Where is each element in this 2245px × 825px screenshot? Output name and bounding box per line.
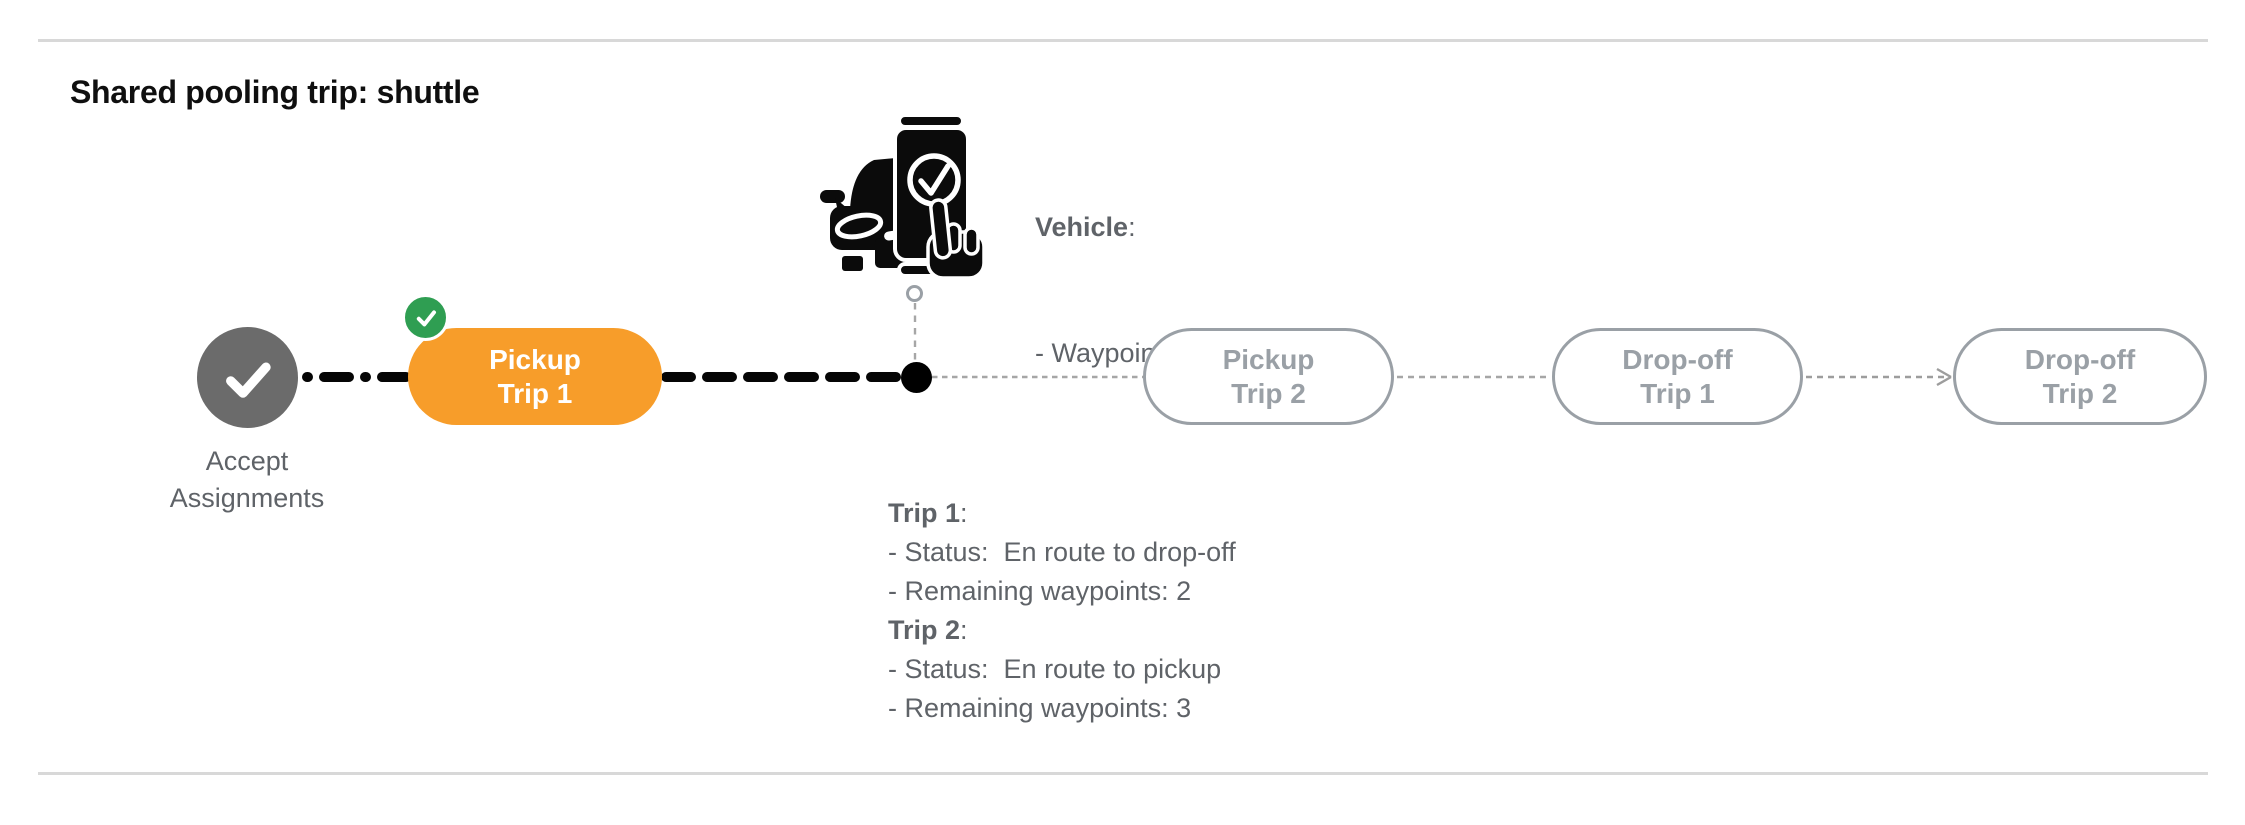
connector-completed-2 xyxy=(662,372,902,382)
node-label-line: Pickup xyxy=(489,343,581,375)
check-badge-icon xyxy=(416,309,436,326)
vehicle-connector-line xyxy=(913,303,917,363)
trip-1-header: Trip 1: xyxy=(888,498,968,528)
connector-completed-1 xyxy=(302,372,411,382)
node-label-line: Trip 1 xyxy=(1640,377,1715,409)
trip-2-status: - Status: En route to pickup xyxy=(888,654,1222,684)
node-label-line: Trip 2 xyxy=(1231,377,1306,409)
vehicle-icon xyxy=(820,113,986,280)
node-accept-assignments xyxy=(197,327,298,428)
node-pickup-trip-1: Pickup Trip 1 xyxy=(408,328,662,425)
hand-tap-icon xyxy=(926,198,986,280)
node-label-line: Pickup xyxy=(1222,343,1315,375)
current-position-dot xyxy=(901,362,932,393)
connector-pending-1 xyxy=(932,375,1143,379)
bottom-divider xyxy=(38,772,2208,775)
top-divider xyxy=(38,39,2208,42)
connector-pending-2 xyxy=(1397,375,1550,379)
trip-2-waypoints: - Remaining waypoints: 3 xyxy=(888,693,1192,723)
vehicle-label: Vehicle: xyxy=(1035,212,1136,242)
vehicle-anchor-circle xyxy=(906,285,923,302)
node-dropoff-trip-2: Drop-off Trip 2 xyxy=(1953,328,2207,425)
trip-info: Trip 1: - Status: En route to drop-off -… xyxy=(888,494,1236,728)
node-label-line: Trip 1 xyxy=(497,377,573,409)
accept-assignments-label: Accept Assignments xyxy=(169,446,325,513)
page-title: Shared pooling trip: shuttle xyxy=(70,74,480,110)
node-label-line: Trip 2 xyxy=(2042,377,2118,409)
arrow-icon xyxy=(1936,367,1952,387)
completed-badge xyxy=(402,294,449,341)
node-pickup-trip-2: Pickup Trip 2 xyxy=(1143,328,1394,425)
node-label-line: Drop-off xyxy=(1622,343,1733,375)
connector-pending-3 xyxy=(1806,367,1952,387)
trip-1-waypoints: - Remaining waypoints: 2 xyxy=(888,576,1192,606)
trip-2-header: Trip 2: xyxy=(888,615,968,645)
checkmark-icon xyxy=(225,362,271,398)
trip-1-status: - Status: En route to drop-off xyxy=(888,537,1236,567)
node-label-line: Drop-off xyxy=(2024,343,2136,375)
node-dropoff-trip-1: Drop-off Trip 1 xyxy=(1552,328,1803,425)
